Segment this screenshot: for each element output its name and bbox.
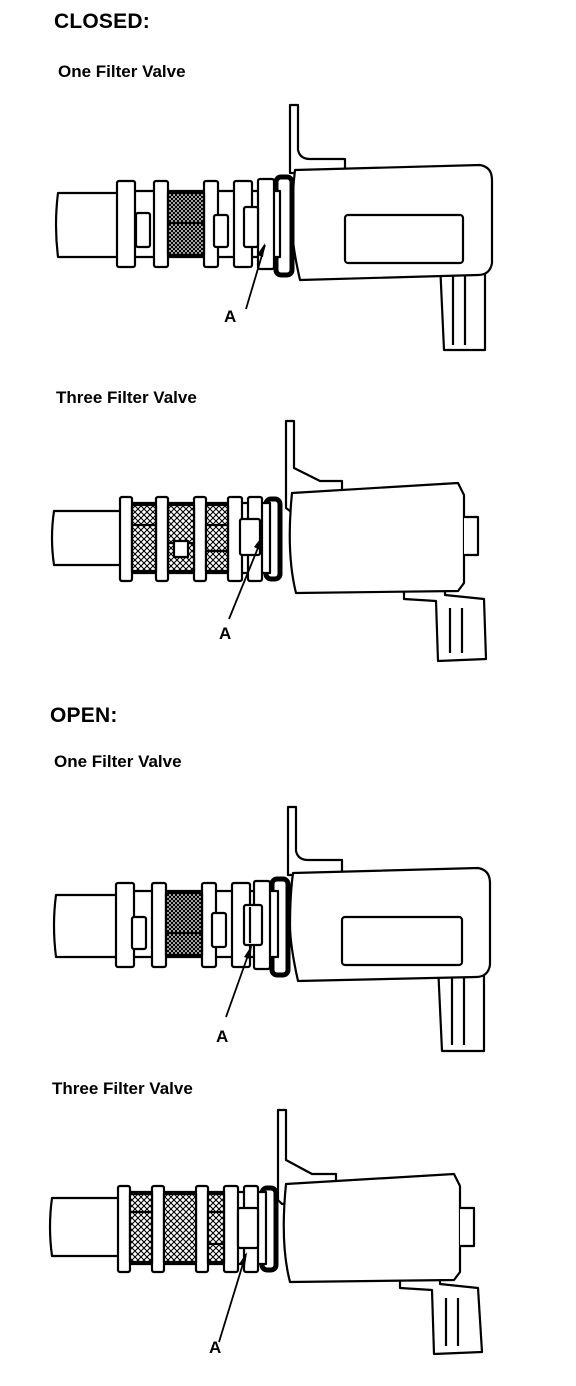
closed-one-filter-callout-a: A: [224, 307, 237, 326]
open-three-filter-callout-a: A: [209, 1338, 222, 1357]
closed-three-filter-callout-a: A: [219, 624, 232, 643]
arrow-head-icon: [244, 945, 252, 959]
closed-three-filter-valve-diagram: [50, 419, 488, 663]
arrow-head-icon: [239, 1252, 247, 1266]
closed-three-filter-title: Three Filter Valve: [56, 388, 197, 407]
closed-section-title: CLOSED:: [54, 10, 150, 33]
arrow-head-icon: [254, 535, 263, 550]
open-three-filter-callout-leader: [218, 1253, 247, 1343]
open-one-filter-callout-a: A: [216, 1027, 229, 1046]
closed-one-filter-title: One Filter Valve: [58, 62, 186, 81]
open-one-filter-callout-leader: [225, 946, 252, 1018]
open-section-title: OPEN:: [50, 704, 118, 727]
open-three-filter-valve-diagram: [48, 1108, 484, 1356]
closed-one-filter-valve-diagram: [54, 103, 494, 352]
open-one-filter-valve-diagram: [52, 805, 492, 1053]
closed-three-filter-callout-leader: [228, 537, 263, 620]
open-three-filter-title: Three Filter Valve: [52, 1079, 193, 1098]
arrow-head-icon: [257, 243, 265, 257]
open-one-filter-title: One Filter Valve: [54, 752, 182, 771]
